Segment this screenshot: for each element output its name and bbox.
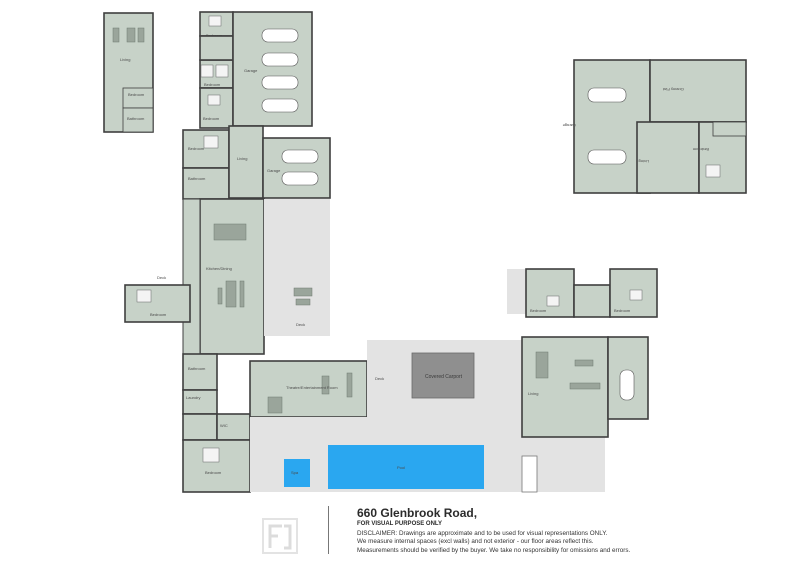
laundry-label: Laundry <box>186 395 200 400</box>
west-deck-label: Deck <box>157 275 166 280</box>
disclaimer-line-3: Measurements should be verified by the b… <box>357 546 631 554</box>
bathroom-1-label: Bathroom <box>188 176 206 181</box>
studio-label: Living <box>120 57 130 62</box>
covered-carport <box>411 352 475 399</box>
disclaimer: DISCLAIMER: Drawings are approximate and… <box>357 530 717 555</box>
kitchen-dining-label: Kitchen/Dining <box>206 266 232 271</box>
pool-house: Living <box>521 336 649 438</box>
east-deck-label: Deck <box>296 322 305 327</box>
property-address: 660 Glenbrook Road, <box>357 506 478 520</box>
visual-purpose-note: FOR VISUAL PURPOSE ONLY <box>357 521 443 527</box>
car-icon <box>281 149 319 186</box>
spa-label: Spa <box>291 470 299 475</box>
cabin: Bedroom Bedroom <box>507 268 658 318</box>
bedroom-4-label: Bedroom <box>188 146 205 151</box>
bedroom-3-label: Bedroom <box>203 116 220 121</box>
guest-house-label: Granny Flat <box>662 87 684 92</box>
pool <box>328 445 484 489</box>
main-garage-label: Garage <box>244 68 258 73</box>
car-icon <box>261 28 299 113</box>
car-icon <box>587 87 627 165</box>
spa <box>284 459 310 487</box>
bathroom-2-label: Bathroom <box>188 366 206 371</box>
brand-logo <box>262 518 298 554</box>
guest-house: Garage Granny Flat Living Bedroom <box>562 59 747 194</box>
disclaimer-line-2: We measure internal spaces (excl walls) … <box>357 538 594 546</box>
guest-garage-label: Garage <box>562 123 576 128</box>
car-icon <box>619 369 635 401</box>
footer-divider <box>328 506 329 554</box>
studio-bathroom-label: Bathroom <box>127 116 145 121</box>
theatre-label: Theatre/Entertainment Room <box>286 385 338 390</box>
main-house: Bedroom Bedroom Bedroom Garage Bedroom B… <box>124 11 368 493</box>
carport-label: Covered Carport <box>425 374 463 380</box>
floor-plan: Living Bedroom Bathroom Bedroom Bedroom … <box>103 11 747 493</box>
cabin-bedroom-label: Bedroom <box>530 308 547 313</box>
wic-label: WIC <box>220 423 228 428</box>
pool-terrace: Covered Carport Pool Spa Deck <box>250 340 605 493</box>
pool-label: Pool <box>397 465 405 470</box>
pool-house-living-label: Living <box>528 391 538 396</box>
living-label: Living <box>237 156 247 161</box>
pool-deck-label: Deck <box>375 376 384 381</box>
cabin-bedroom-2-label: Bedroom <box>614 308 631 313</box>
studio-building: Living Bedroom Bathroom <box>103 12 154 133</box>
bedroom-5-label: Bedroom <box>150 312 167 317</box>
guest-living-label: Living <box>639 159 649 164</box>
master-bedroom-label: Bedroom <box>205 470 222 475</box>
disclaimer-line-1: DISCLAIMER: Drawings are approximate and… <box>357 530 608 537</box>
bedroom-2-label: Bedroom <box>204 82 221 87</box>
studio-bedroom-label: Bedroom <box>128 92 145 97</box>
guest-bedroom-label: Bedroom <box>692 147 709 152</box>
garage-2-label: Garage <box>267 168 281 173</box>
